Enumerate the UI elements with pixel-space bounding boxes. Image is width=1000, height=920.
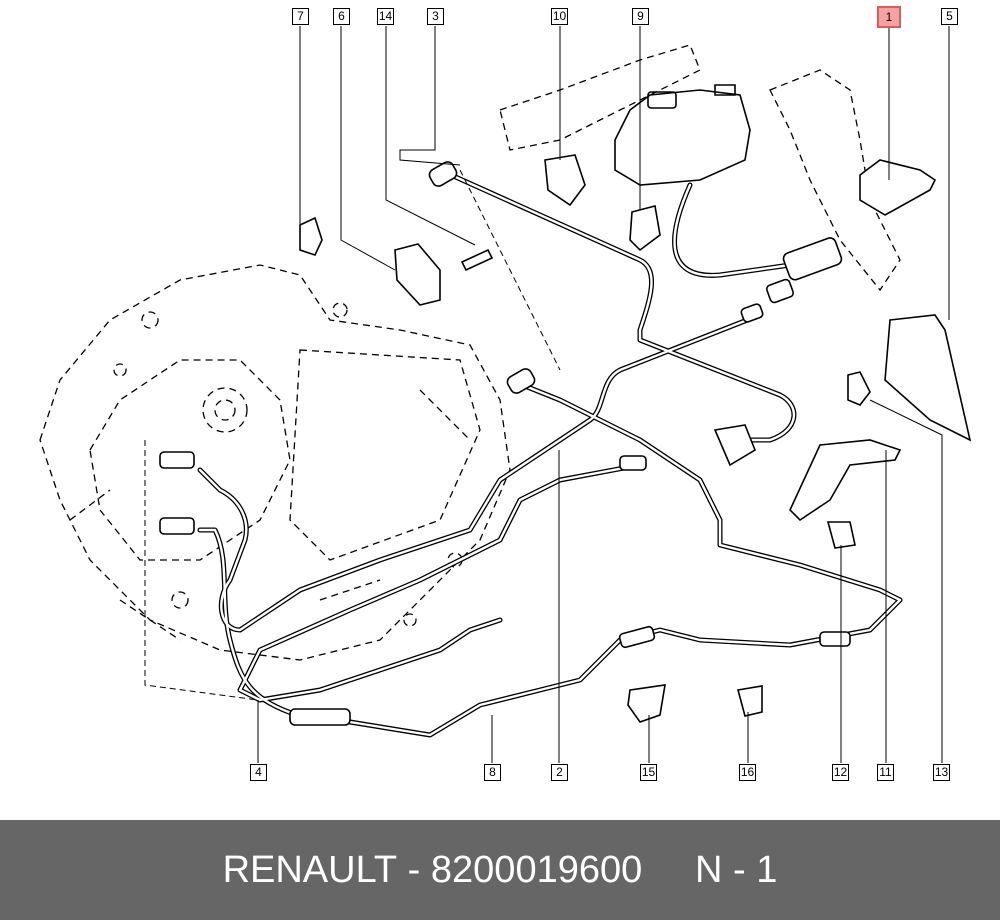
callout-6: 6 [333,8,350,25]
callout-12: 12 [832,764,849,781]
brand-name: RENAULT [222,848,398,891]
footer-separator: - [397,848,431,891]
callout-8: 8 [484,764,501,781]
callout-14: 14 [377,8,394,25]
small-parts [299,154,972,723]
callout-7: 7 [292,8,309,25]
callout-16: 16 [739,764,756,781]
callout-4: 4 [250,764,267,781]
footer-bar: RENAULT - 8200019600 N - 1 [0,820,1000,920]
leader-lines [144,26,950,763]
page-reference: N - 1 [695,848,778,891]
engine-bay-outline [499,44,901,292]
parts-diagram [39,26,972,763]
callout-3: 3 [427,8,444,25]
part-number: 8200019600 [430,848,643,891]
pipe-fittings [159,161,851,726]
callout-13: 13 [933,764,950,781]
gearbox-outline [39,264,511,661]
fluid-reservoir [614,84,751,186]
callout-5: 5 [941,8,958,25]
callout-11: 11 [877,764,894,781]
callout-2: 2 [551,764,568,781]
footer-gap [642,849,695,892]
callout-1-highlighted[interactable]: 1 [877,6,901,28]
callout-15: 15 [640,764,657,781]
callout-10: 10 [551,8,568,25]
callout-9: 9 [632,8,649,25]
